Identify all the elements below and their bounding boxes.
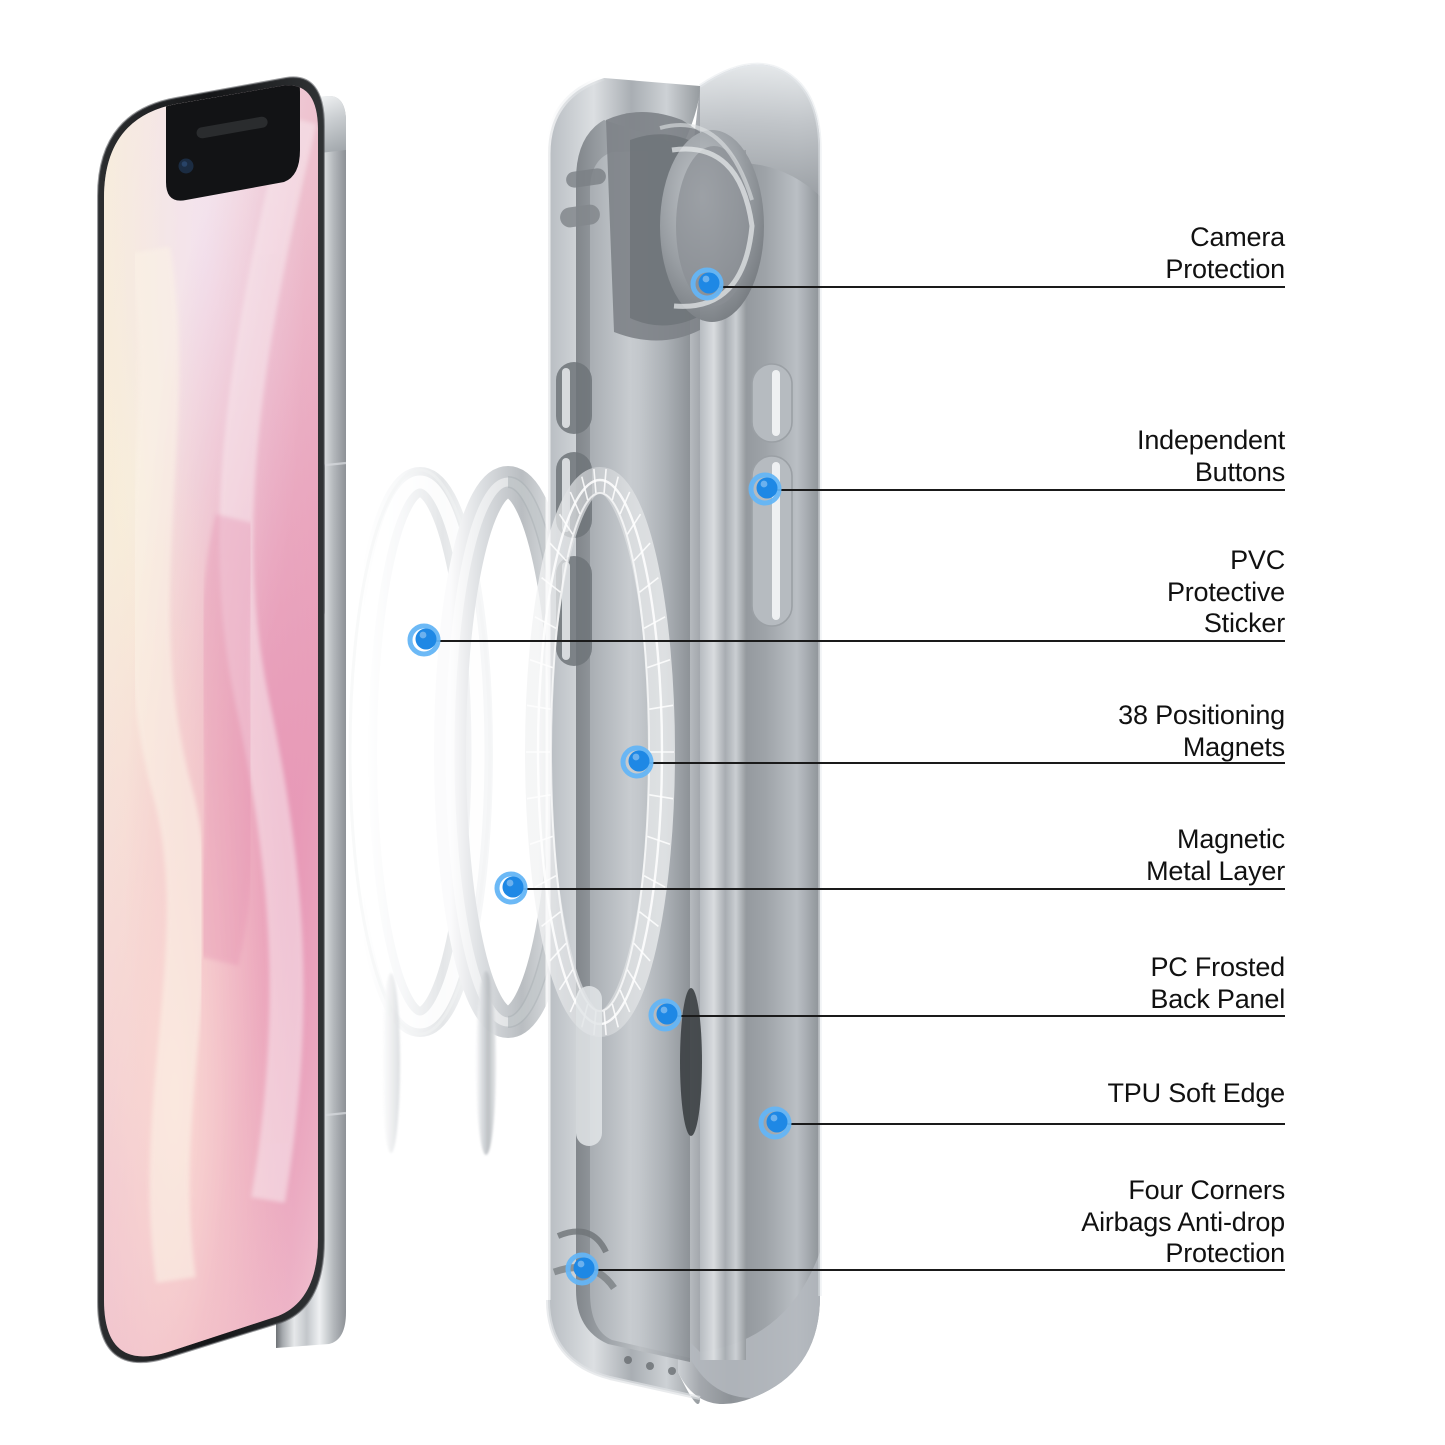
callout-leader-lines	[430, 286, 1285, 1271]
layer-pvc-sticker-ring	[347, 467, 493, 1037]
callout-label-line: Back Panel	[1150, 983, 1285, 1014]
callout-label-line: Airbags Anti-drop	[1081, 1206, 1285, 1237]
callout-label-line: Independent	[1137, 425, 1285, 455]
callout-label-line: Metal Layer	[1146, 855, 1285, 886]
phone-left	[97, 76, 347, 1364]
speaker-grille	[624, 1356, 676, 1375]
callout-label-line: Magnetic	[1177, 824, 1285, 854]
ring-edge-slivers	[382, 971, 496, 1155]
callout-dot-pvc-protective-sticker[interactable]	[407, 623, 441, 657]
callout-label-line: Buttons	[1194, 456, 1285, 487]
callout-dot-magnetic-metal-layer[interactable]	[494, 871, 528, 905]
callout-label-line: Protection	[1165, 253, 1285, 284]
callout-dot-independent-buttons[interactable]	[748, 472, 782, 506]
callout-label-tpu-soft-edge: TPU Soft Edge	[865, 1078, 1286, 1110]
phone-case	[525, 62, 822, 1405]
callout-label-line: 38 Positioning	[1118, 700, 1285, 730]
callout-dot-positioning-magnets[interactable]	[620, 745, 654, 779]
callout-label-line: PC Frosted	[1150, 952, 1285, 982]
callout-label-line: Protective	[1166, 576, 1285, 607]
callout-dot-four-corners-airbags[interactable]	[565, 1252, 599, 1286]
callout-label-line: Sticker	[1203, 608, 1285, 639]
callout-dot-tpu-soft-edge[interactable]	[758, 1106, 792, 1140]
callout-label-line: TPU Soft Edge	[1107, 1078, 1286, 1108]
callout-label-line: Camera	[1190, 222, 1285, 252]
callout-dots	[407, 267, 792, 1286]
callout-label-line: Magnets	[1182, 731, 1285, 762]
callout-dot-pc-frosted-back-panel[interactable]	[648, 998, 682, 1032]
callout-label-line: Protection	[1165, 1238, 1285, 1269]
callout-dot-camera-protection[interactable]	[690, 267, 724, 301]
callout-label-line: Four Corners	[1128, 1175, 1285, 1205]
independent-button-covers	[751, 363, 793, 627]
callout-label-line: PVC	[1230, 545, 1285, 575]
camera-cutout	[606, 112, 764, 341]
